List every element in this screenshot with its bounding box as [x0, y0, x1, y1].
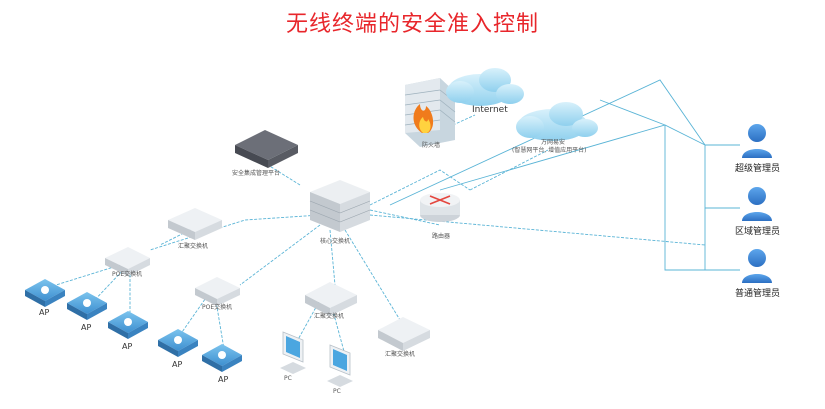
wan-lines	[389, 79, 740, 271]
access-switch-icon-1	[305, 282, 357, 316]
admin-label-normal: 普通管理员	[735, 289, 781, 299]
pc-label-2: PC	[333, 388, 341, 395]
pc-icon-2	[327, 344, 353, 387]
firewall-icon	[404, 78, 456, 147]
security-platform-label: 安全集成管理平台	[232, 170, 281, 177]
ap-label-4: AP	[172, 360, 183, 369]
admin-icon-region	[742, 187, 772, 221]
router-icon	[420, 193, 460, 222]
ap-label-5: AP	[218, 375, 229, 384]
service-cloud-label-2: (智慧网平台, 增值应用平台)	[512, 147, 587, 154]
poe-switch-icon-1	[105, 247, 150, 276]
aggregation-switch-icon	[168, 208, 222, 240]
ap-label-1: AP	[39, 308, 50, 317]
aggregation-switch-label: 汇聚交换机	[178, 243, 209, 250]
page-title: 无线终端的安全准入控制	[285, 12, 539, 37]
access-switch-label-2: 汇聚交换机	[385, 351, 416, 358]
ap-label-3: AP	[122, 342, 133, 351]
pc-label-1: PC	[284, 375, 292, 382]
ap-icon-4	[158, 329, 198, 357]
ap-icon-2	[67, 292, 107, 320]
admin-label-super: 超级管理员	[735, 164, 781, 174]
ap-icon-5	[202, 344, 242, 372]
poe-switch-label-1: POE交换机	[112, 271, 143, 278]
router-label: 路由器	[432, 233, 451, 240]
firewall-label: 防火墙	[422, 142, 441, 149]
admin-icon-normal	[742, 249, 772, 283]
ap-icon-1	[25, 279, 65, 307]
access-switch-icon-2	[378, 317, 430, 351]
access-switch-label-1: 汇聚交换机	[314, 313, 345, 320]
internet-label: Internet	[472, 105, 508, 115]
admin-label-region: 区域管理员	[735, 227, 781, 237]
core-switch-label: 核心交换机	[320, 238, 351, 245]
service-cloud-label-1: 万网易安	[541, 139, 566, 146]
service-cloud-icon	[516, 102, 598, 141]
ap-icon-3	[108, 311, 148, 339]
ap-label-2: AP	[81, 323, 92, 332]
admin-icon-super	[742, 124, 772, 158]
security-platform-server-icon	[235, 130, 298, 168]
poe-switch-label-2: POE交换机	[202, 304, 233, 311]
core-switch-icon	[309, 180, 371, 232]
poe-switch-icon-2	[195, 277, 240, 306]
pc-icon-1	[280, 331, 306, 374]
internet-cloud-icon	[446, 68, 524, 106]
